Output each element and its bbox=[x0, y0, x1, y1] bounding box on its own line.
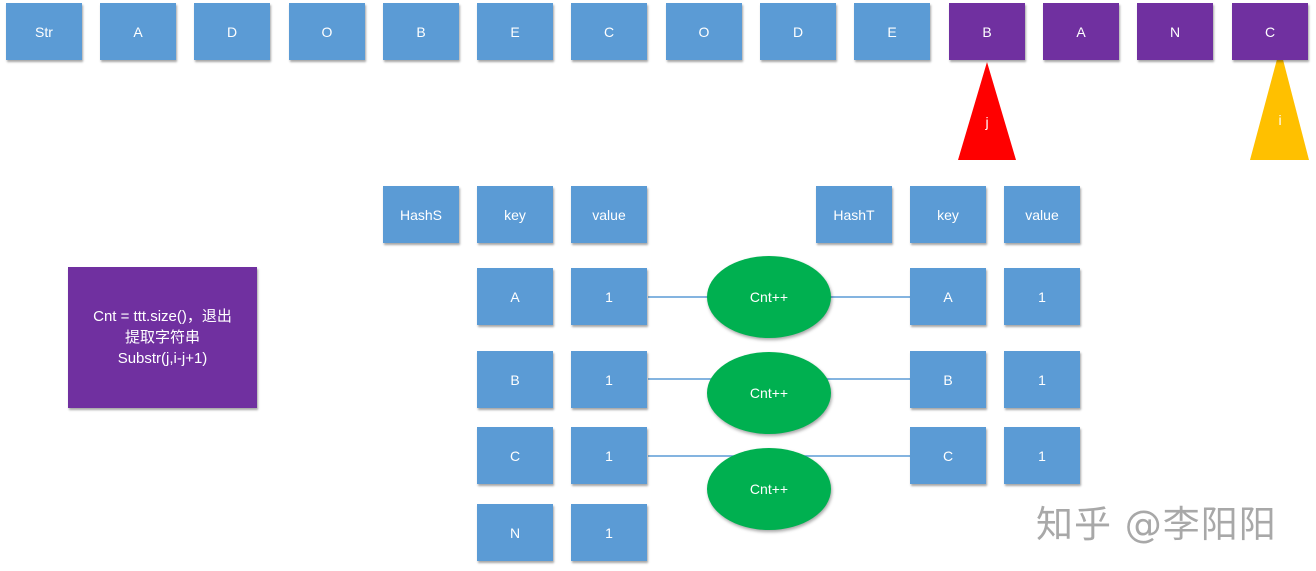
hash-s-value: 1 bbox=[571, 427, 647, 484]
str-cell-window: B bbox=[949, 3, 1025, 60]
hash-t-key-header: key bbox=[910, 186, 986, 243]
hash-t-value: 1 bbox=[1004, 268, 1080, 325]
str-cell-window: N bbox=[1137, 3, 1213, 60]
exit-condition-note: Cnt = ttt.size()，退出 提取字符串 Substr(j,i-j+1… bbox=[68, 267, 257, 408]
hash-s-title: HashS bbox=[383, 186, 459, 243]
hash-s-key: B bbox=[477, 351, 553, 408]
str-cell-window: A bbox=[1043, 3, 1119, 60]
note-line-1: Cnt = ttt.size()，退出 bbox=[93, 308, 232, 325]
counter-ellipse: Cnt++ bbox=[707, 448, 831, 530]
str-cell: O bbox=[289, 3, 365, 60]
hash-t-key: C bbox=[910, 427, 986, 484]
counter-ellipse: Cnt++ bbox=[707, 256, 831, 338]
pointer-i-triangle bbox=[1250, 48, 1309, 160]
hash-t-value-header: value bbox=[1004, 186, 1080, 243]
hash-t-key: A bbox=[910, 268, 986, 325]
str-cell: D bbox=[760, 3, 836, 60]
str-cell: D bbox=[194, 3, 270, 60]
str-cell: E bbox=[477, 3, 553, 60]
hash-s-key-header: key bbox=[477, 186, 553, 243]
str-cell: O bbox=[666, 3, 742, 60]
str-cell: B bbox=[383, 3, 459, 60]
hash-s-key: C bbox=[477, 427, 553, 484]
str-cell-window: C bbox=[1232, 3, 1308, 60]
str-label: Str bbox=[6, 3, 82, 60]
pointer-i-label: i bbox=[1278, 112, 1282, 128]
hash-t-key: B bbox=[910, 351, 986, 408]
hash-s-value: 1 bbox=[571, 504, 647, 561]
str-cell: E bbox=[854, 3, 930, 60]
str-cell: A bbox=[100, 3, 176, 60]
pointer-j-triangle bbox=[958, 62, 1016, 160]
watermark: 知乎 @李阳阳 bbox=[1036, 503, 1277, 546]
hash-t-value: 1 bbox=[1004, 351, 1080, 408]
hash-t-title: HashT bbox=[816, 186, 892, 243]
note-line-3: Substr(j,i-j+1) bbox=[117, 350, 208, 367]
hash-t-value: 1 bbox=[1004, 427, 1080, 484]
pointer-j-label: j bbox=[985, 114, 989, 130]
hash-s-value: 1 bbox=[571, 268, 647, 325]
str-cell: C bbox=[571, 3, 647, 60]
hash-s-value: 1 bbox=[571, 351, 647, 408]
note-line-2: 提取字符串 bbox=[124, 329, 200, 346]
hash-s-value-header: value bbox=[571, 186, 647, 243]
hash-s-key: A bbox=[477, 268, 553, 325]
hash-s-key: N bbox=[477, 504, 553, 561]
counter-ellipse: Cnt++ bbox=[707, 352, 831, 434]
